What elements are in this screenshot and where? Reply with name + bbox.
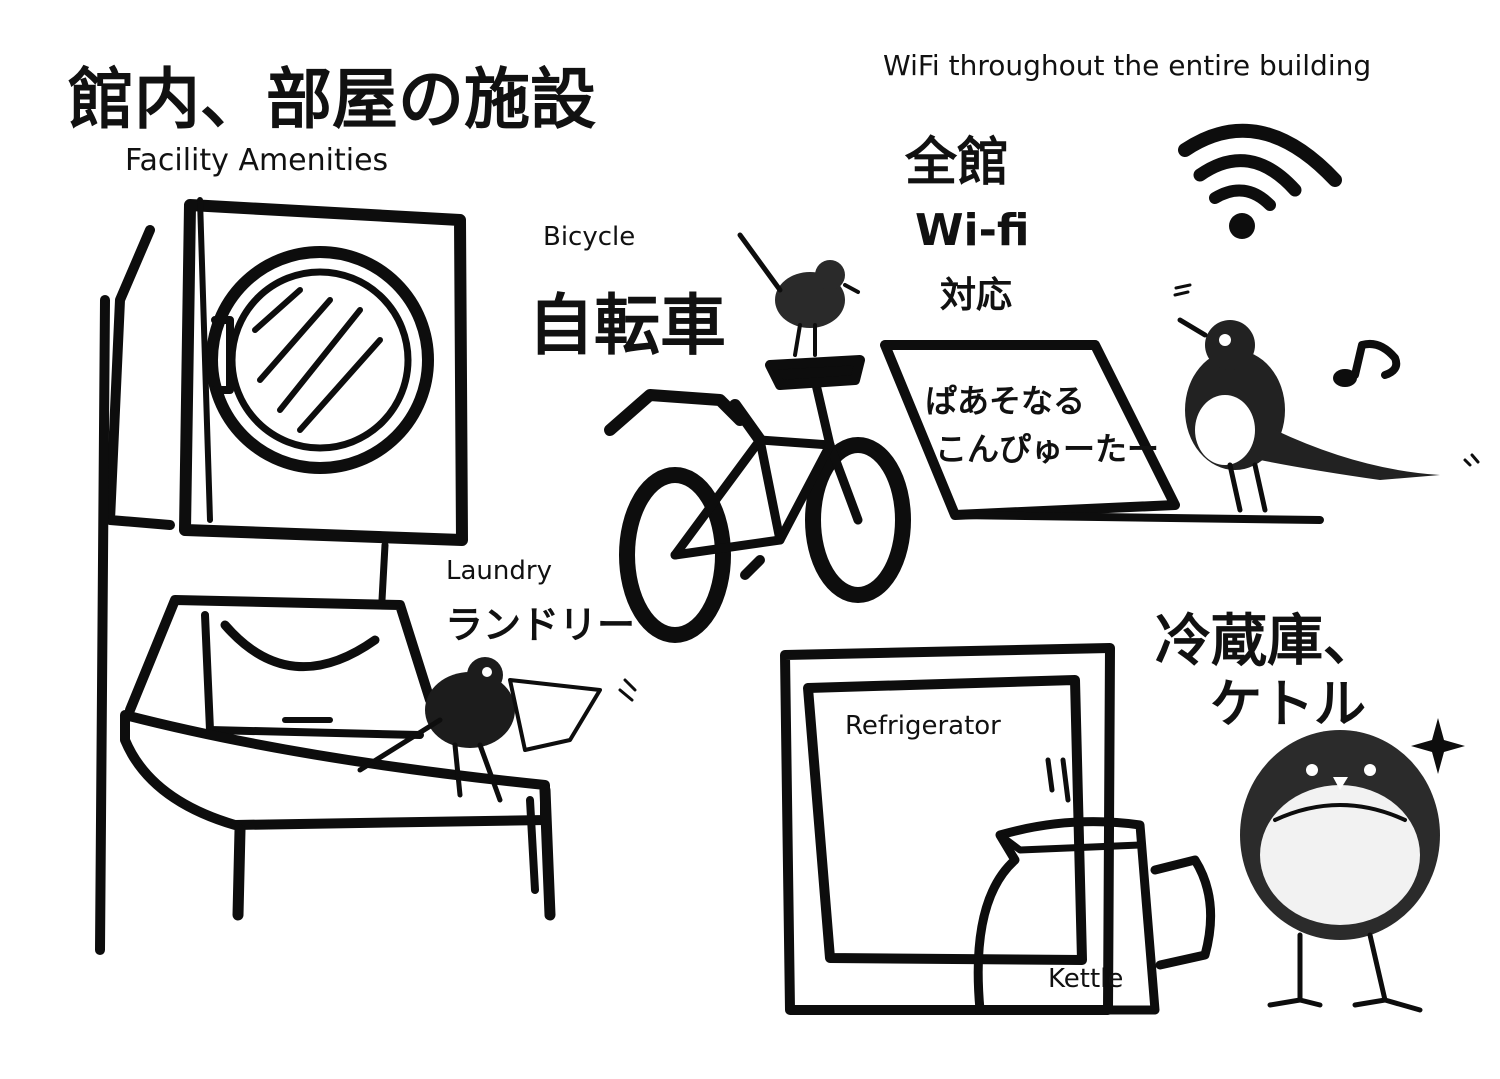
bicycle-jp: 自転車 (528, 287, 726, 364)
laptop-drawing (880, 340, 1324, 524)
refrigerator-drawing (780, 643, 1115, 1015)
fridge-jp-line1: 冷蔵庫、 (1155, 609, 1379, 674)
computer-line1: ぱあそなる (925, 382, 1085, 420)
laundry-label: Laundry (446, 556, 552, 586)
wifi-label: WiFi throughout the entire building (883, 49, 1372, 82)
music-note-icon (1333, 339, 1401, 387)
wifi-jp-line1: 全館 (904, 133, 1009, 193)
bicycle-drawing (604, 355, 911, 643)
kettle-label: Kettle (1048, 964, 1124, 994)
bicycle-label: Bicycle (543, 222, 636, 252)
facility-amenities-label: Facility Amenities (125, 143, 389, 178)
bicycle-bird-drawing (737, 232, 860, 357)
wifi-jp-line2: Wi-fi (915, 205, 1030, 256)
refrigerator-label: Refrigerator (845, 711, 1001, 741)
round-bird-drawing (1240, 730, 1440, 1013)
wifi-jp-line3: 対応 (940, 275, 1012, 316)
wifi-icon (1178, 123, 1342, 239)
computer-line2: こんぴゅーたー (935, 430, 1159, 468)
laundry-machines-drawing (95, 197, 556, 955)
laptop-bird-drawing (1173, 283, 1480, 513)
laundry-jp: ランドリー (445, 603, 635, 647)
sparkle-icon (1411, 718, 1465, 774)
kettle-drawing (973, 817, 1216, 1015)
laundry-bird-drawing (357, 657, 637, 803)
fridge-jp-line2: ケトル (1210, 675, 1366, 735)
title-jp: 館内、部屋の施設 (68, 61, 596, 138)
